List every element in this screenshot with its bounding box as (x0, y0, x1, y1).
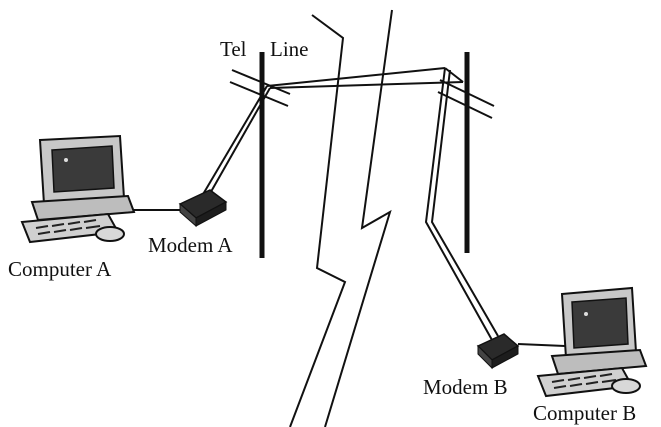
tel-label: Tel (220, 37, 247, 61)
pole-b-junction (444, 67, 464, 83)
drop-wire-b (424, 67, 493, 341)
drop-wire-b-2 (430, 69, 499, 337)
modem-a-label: Modem A (148, 233, 233, 257)
computer-a-label: Computer A (8, 257, 112, 281)
computer-b-label: Computer B (533, 401, 637, 425)
crossbar-a-2 (229, 81, 289, 107)
computer-b-icon (536, 286, 648, 398)
drop-wire-a-2 (207, 87, 271, 198)
modem-b-label: Modem B (423, 375, 508, 399)
cable-b (517, 343, 566, 347)
computer-a-icon (20, 134, 136, 244)
drop-wire-a (201, 85, 268, 197)
crossbar-a-1 (231, 69, 291, 95)
line-label: Line (270, 37, 309, 61)
tel-line-wire-2 (269, 81, 464, 89)
lightning-break-left (289, 14, 347, 427)
tel-line-wire-1 (266, 67, 446, 87)
lightning-break-right (324, 9, 393, 427)
modem-b-icon (476, 333, 520, 370)
modem-a-icon (178, 189, 228, 228)
